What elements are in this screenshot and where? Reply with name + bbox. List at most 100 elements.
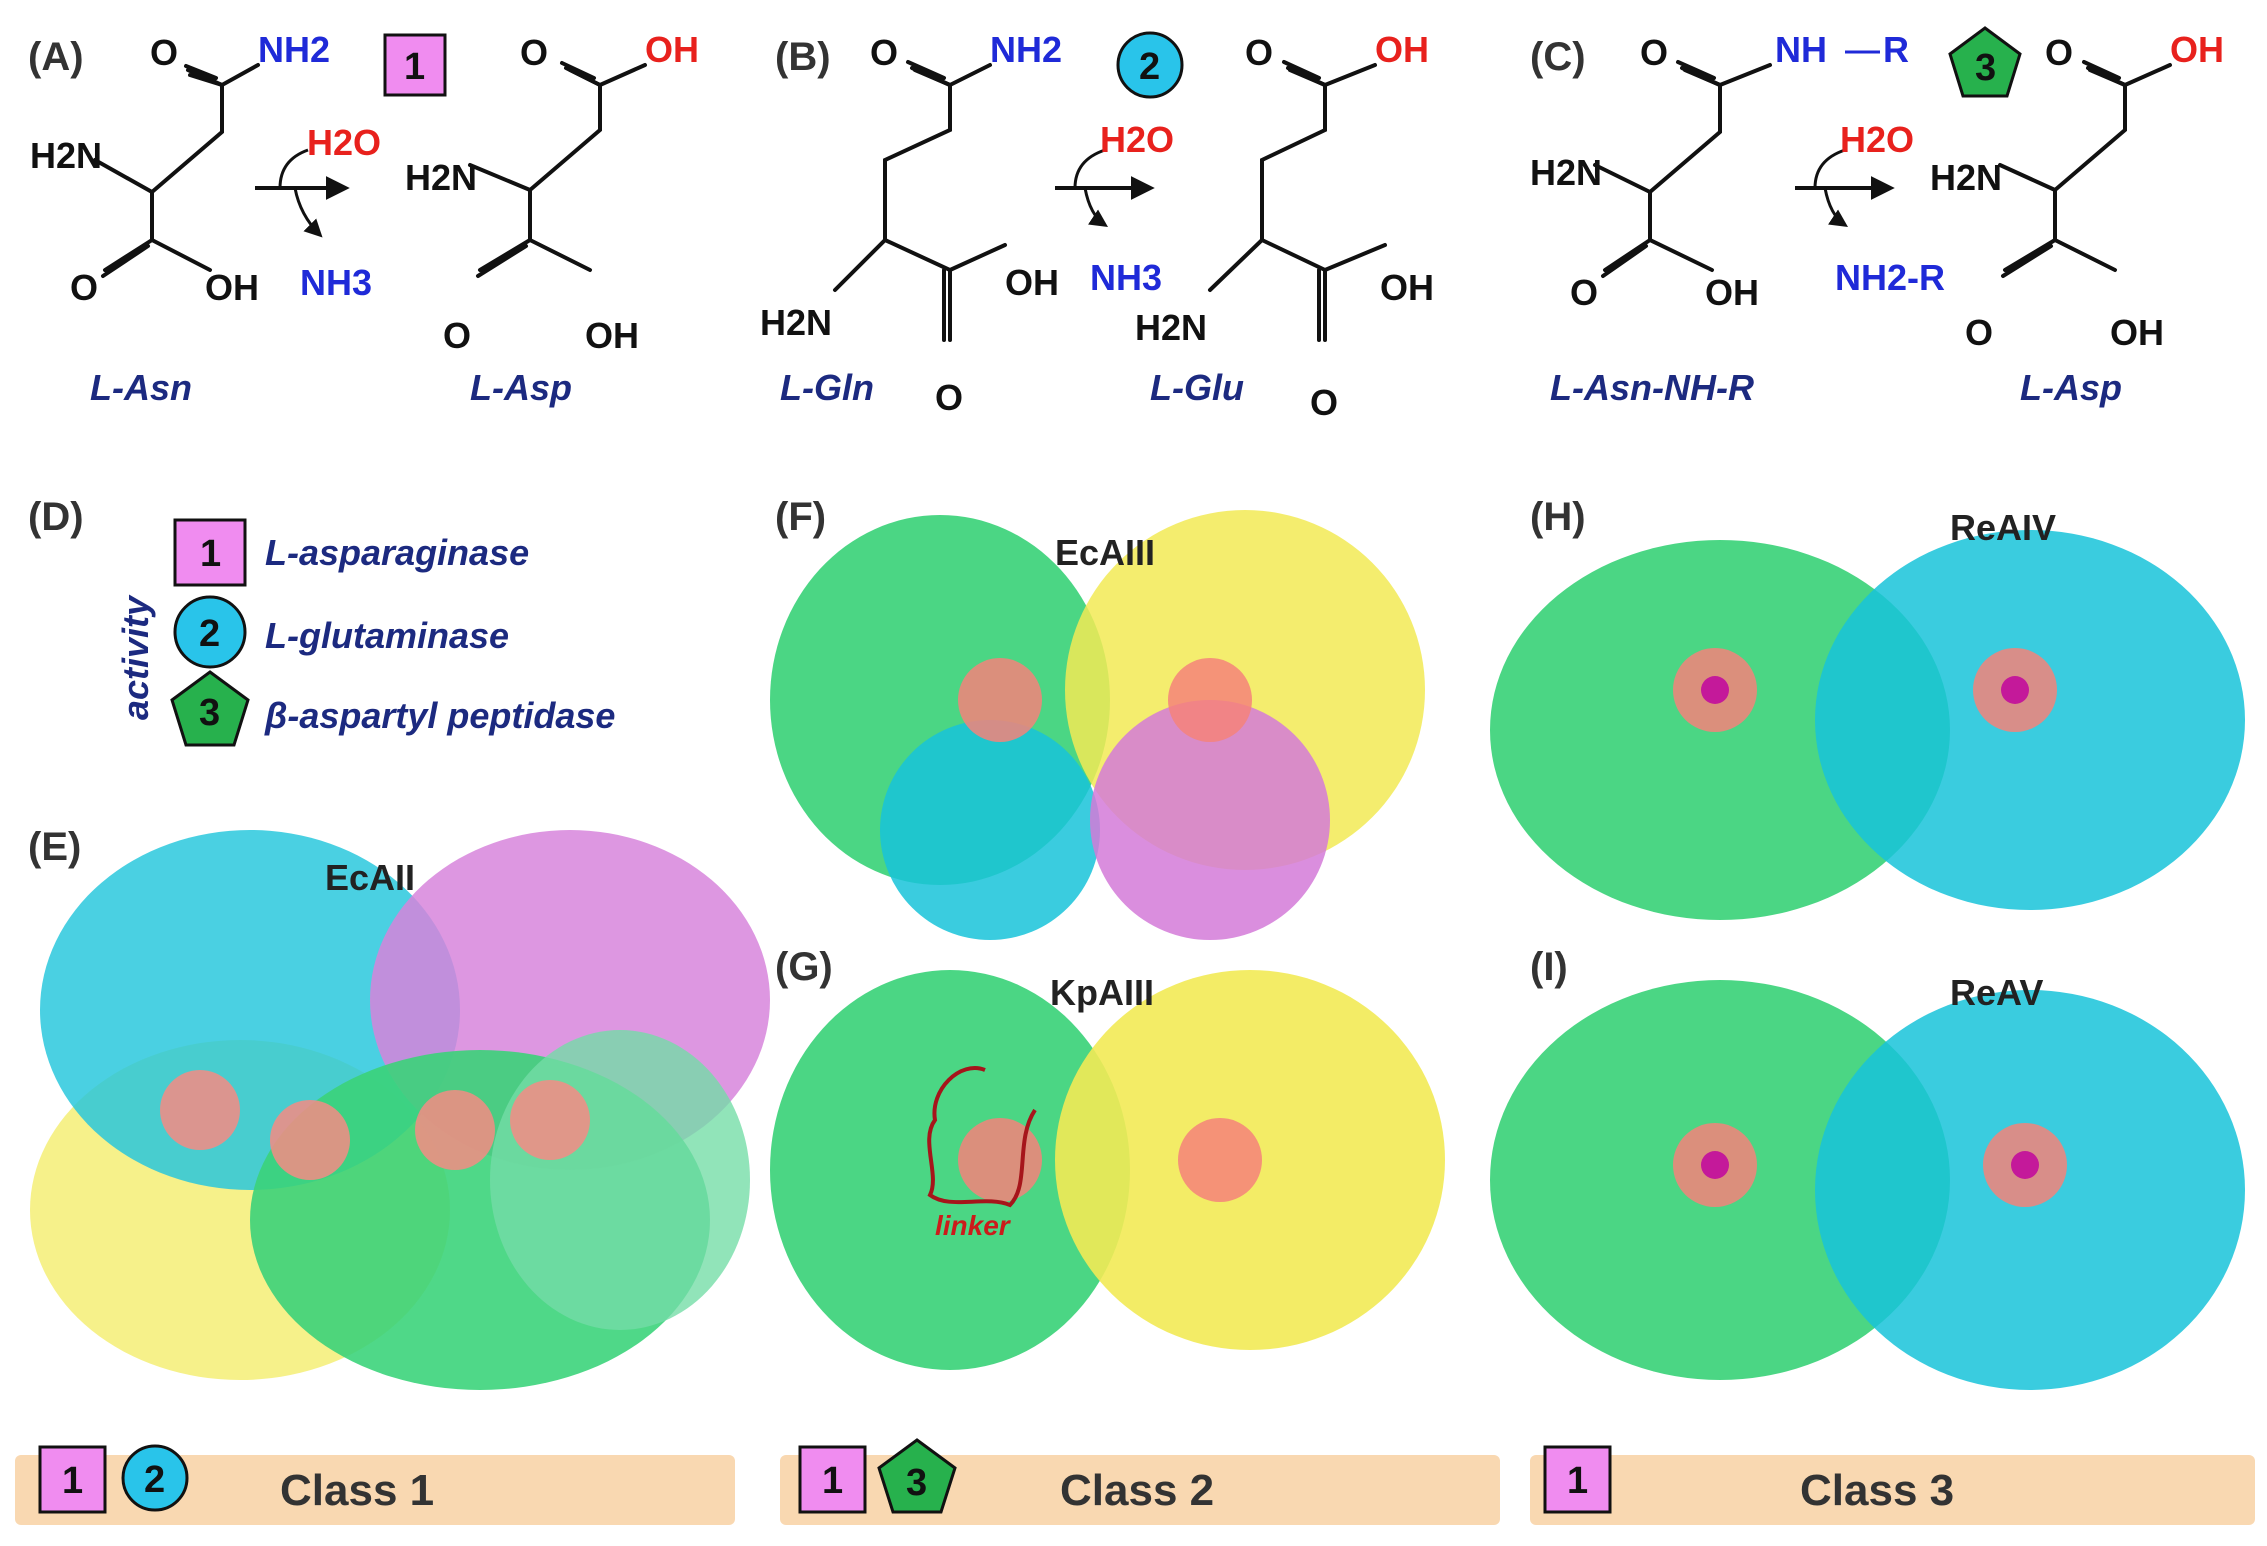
activity-badge-square <box>173 518 247 587</box>
class-bar-background <box>1530 1455 2255 1525</box>
atom-o: O <box>870 32 898 73</box>
atom-h2n: H2N <box>1530 152 1602 193</box>
atom-nh3: NH3 <box>300 262 372 303</box>
activity-badge-number-2: 2 <box>199 613 220 655</box>
chain-green-blob <box>770 970 1130 1370</box>
activity-name-3: β-aspartyl peptidase <box>264 695 615 736</box>
panel-f: (F) EcAIII <box>770 495 1425 940</box>
activity-title: activity <box>115 594 156 720</box>
active-site <box>160 1070 240 1150</box>
metal-ion <box>1701 1151 1729 1179</box>
atom-h2n: H2N <box>1135 307 1207 348</box>
atom-o: O <box>1640 32 1668 73</box>
panel-label-g: (G) <box>775 945 833 989</box>
atom-h2o: H2O <box>1840 119 1914 160</box>
atom-r: R <box>1883 29 1909 70</box>
atom-o: O <box>443 315 471 356</box>
panel-g: (G) KpAIII linker <box>770 945 1445 1370</box>
ammonia-out-arrow-b <box>1083 187 1108 227</box>
atom-o: O <box>2045 32 2073 73</box>
atom-o: O <box>520 32 548 73</box>
panel-label-e: (E) <box>28 825 81 869</box>
atom-o: O <box>70 267 98 308</box>
badge-number-b: 2 <box>1139 46 1160 88</box>
atom-oh: OH <box>205 267 259 308</box>
activity-badge-number-3: 3 <box>199 692 220 734</box>
atom-h2n: H2N <box>405 157 477 198</box>
substrate-name-a: L-Asn <box>90 367 192 408</box>
atom-nh: NH <box>1775 29 1827 70</box>
active-site <box>1178 1118 1262 1202</box>
atom-oh: OH <box>645 29 699 70</box>
l-glu-structure <box>1208 60 1387 342</box>
panel-b: (B) O NH2 H2N OH O L-Gln 2 H2O NH3 O OH <box>760 29 1434 423</box>
atom-h2n: H2N <box>30 135 102 176</box>
panel-i: (I) ReAV <box>1490 945 2245 1390</box>
class-badge-square <box>38 1445 107 1514</box>
water-in-arrow-a <box>278 148 309 189</box>
atom-oh: OH <box>2110 312 2164 353</box>
panel-label-i: (I) <box>1530 945 1568 989</box>
panel-label-h: (H) <box>1530 495 1586 539</box>
panel-label-f: (F) <box>775 495 826 539</box>
active-site <box>958 1118 1042 1202</box>
activity-badge-number-1: 1 <box>200 533 221 575</box>
class-badge-number: 1 <box>62 1460 83 1502</box>
activity-badge-pentagon <box>170 670 250 747</box>
class-badge-circle <box>121 1444 189 1512</box>
reaiv-structure <box>1490 530 2245 920</box>
panel-c: (C) O NH R H2N O OH L-Asn-NH-R 3 H2O NH2… <box>1530 26 2224 408</box>
active-site <box>270 1100 350 1180</box>
panel-e: (E) EcAII <box>28 825 770 1390</box>
protein-name-f: EcAIII <box>1055 532 1155 573</box>
l-gln-structure <box>833 60 1007 342</box>
amine-out-arrow-c <box>1823 187 1848 227</box>
protein-name-e: EcAII <box>325 857 415 898</box>
class-badge-number: 1 <box>1567 1460 1588 1502</box>
atom-oh: OH <box>1380 267 1434 308</box>
class-bar-2: 1 3 Class 2 <box>780 1438 1500 1525</box>
metal-ion <box>2011 1151 2039 1179</box>
product-name-b: L-Glu <box>1150 367 1244 408</box>
class-bar-3: 1 Class 3 <box>1530 1445 2255 1525</box>
metal-ion <box>1701 676 1729 704</box>
atom-nh2: NH2 <box>258 29 330 70</box>
class-badge-square <box>798 1445 867 1514</box>
active-site <box>510 1080 590 1160</box>
protein-name-i: ReAV <box>1950 972 2043 1013</box>
ecaii-structure <box>30 830 770 1390</box>
protein-name-h: ReAIV <box>1950 507 2056 548</box>
badge-square-a <box>383 33 447 97</box>
class-label-2: Class 2 <box>1060 1466 1214 1515</box>
atom-h2o: H2O <box>307 122 381 163</box>
class-badge-number: 2 <box>144 1459 165 1501</box>
atom-o: O <box>1245 32 1273 73</box>
chain-green-light-blob <box>490 1030 750 1330</box>
activity-name-2: L-glutaminase <box>265 615 509 656</box>
active-site <box>958 658 1042 742</box>
class-badge-pentagon <box>877 1438 957 1514</box>
atom-o: O <box>1310 382 1338 423</box>
panel-d: (D) activity 1 L-asparaginase 2 L-glutam… <box>28 495 615 747</box>
reav-structure <box>1490 980 2245 1390</box>
metal-ion <box>2001 676 2029 704</box>
badge-pentagon-c <box>1948 26 2022 98</box>
atom-o: O <box>150 32 178 73</box>
water-in-arrow-b <box>1073 148 1106 189</box>
atom-oh: OH <box>2170 29 2224 70</box>
atom-nh2: NH2 <box>990 29 1062 70</box>
atom-o: O <box>935 377 963 418</box>
atom-h2o: H2O <box>1100 119 1174 160</box>
panel-h: (H) ReAIV <box>1490 495 2245 920</box>
substrate-name-c: L-Asn-NH-R <box>1550 367 1754 408</box>
atom-h2n: H2N <box>760 302 832 343</box>
panel-label-a: (A) <box>28 35 84 79</box>
substrate-name-b: L-Gln <box>780 367 874 408</box>
panel-label-c: (C) <box>1530 35 1586 79</box>
class-bar-1: 1 2 Class 1 <box>15 1444 735 1525</box>
panel-label-b: (B) <box>775 35 831 79</box>
badge-number-c: 3 <box>1975 47 1996 89</box>
class-badge-square <box>1543 1445 1612 1514</box>
ecaiii-structure <box>770 510 1425 940</box>
